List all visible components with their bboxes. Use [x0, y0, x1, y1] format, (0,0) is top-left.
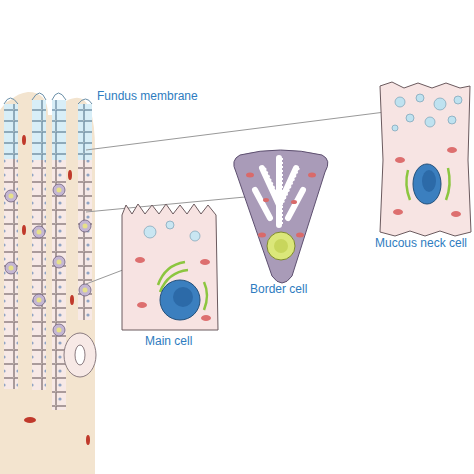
gland-cells	[32, 160, 46, 390]
surface-cells	[32, 100, 46, 160]
cell-label: Border cell	[250, 282, 307, 296]
gland-cells	[4, 159, 18, 389]
border-cells	[5, 184, 91, 336]
gland-lumen	[75, 345, 85, 365]
tissue	[0, 92, 95, 474]
cell-label: Mucous neck cell	[375, 236, 467, 250]
surface-cells	[4, 104, 18, 159]
gland-cells	[78, 160, 92, 320]
surface-cells	[52, 100, 66, 160]
cell-label: Main cell	[145, 334, 192, 348]
main-cell	[122, 204, 218, 330]
surface-cells	[78, 104, 92, 160]
surface-edge	[4, 93, 92, 104]
blood-cells	[22, 135, 90, 445]
gland-cells	[52, 160, 66, 410]
border-nuclei	[9, 188, 88, 333]
gland-section	[64, 333, 96, 377]
mucous-neck-cell	[380, 82, 471, 236]
border-cell	[234, 150, 328, 283]
region-label: Fundus membrane	[97, 89, 198, 103]
